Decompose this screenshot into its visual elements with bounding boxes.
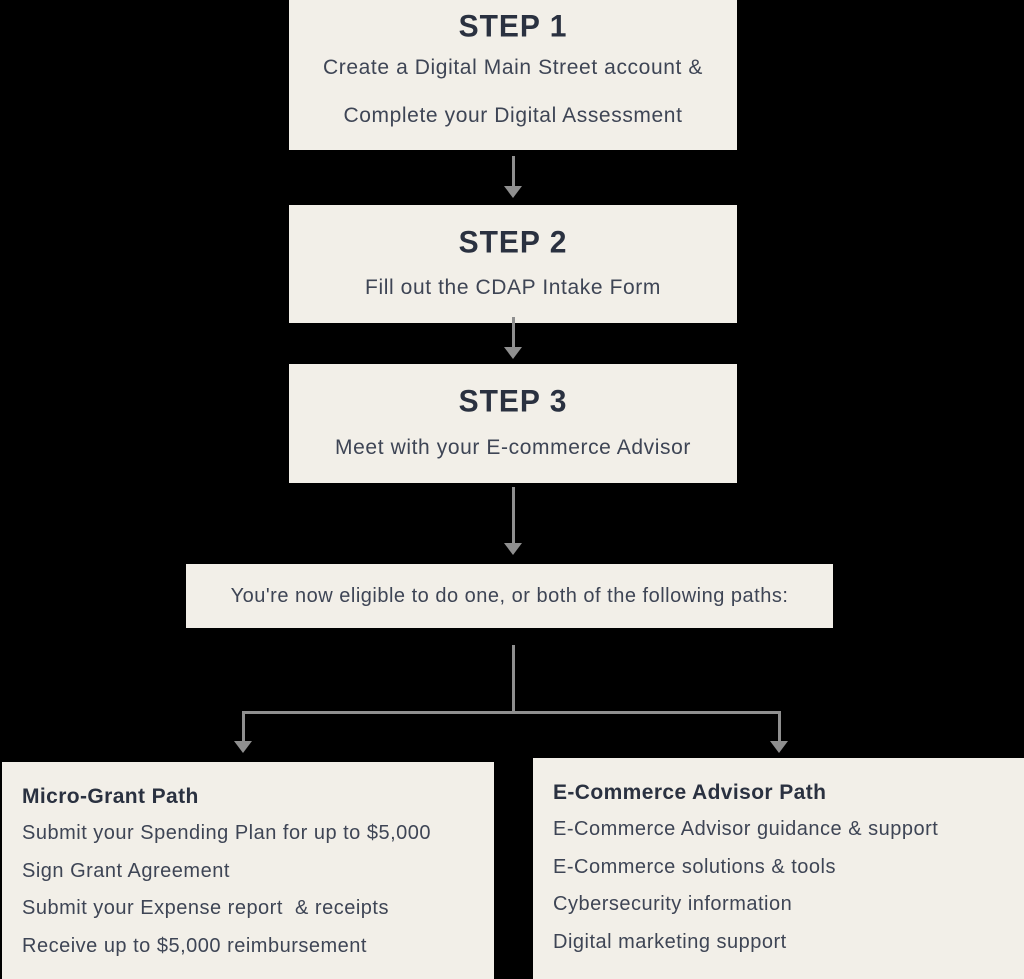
ecommerce-advisor-path-box: E-Commerce Advisor Path E-Commerce Advis… [533,758,1024,979]
ecommerce-advisor-item-1: E-Commerce Advisor guidance & support [553,818,939,840]
step-1-title: STEP 1 [458,9,568,44]
arrow-head [234,741,252,753]
step-3-title: STEP 3 [458,384,568,419]
arrow-head [770,741,788,753]
eligibility-box: You're now eligible to do one, or both o… [186,564,833,628]
down-arrow-icon [504,487,522,555]
ecommerce-advisor-item-2: E-Commerce solutions & tools [553,855,836,878]
arrow-shaft [511,487,515,543]
micro-grant-item-2: Sign Grant Agreement [22,859,230,882]
arrow-head [504,543,522,555]
branch-right-arrow-icon [770,711,788,753]
down-arrow-icon [504,156,522,198]
arrow-shaft [511,156,515,186]
arrow-shaft [511,317,515,347]
arrow-head [504,186,522,198]
step-1-box: STEP 1 Create a Digital Main Street acco… [289,0,737,150]
ecommerce-advisor-item-3: Cybersecurity information [553,893,793,915]
step-1-line-2: Complete your Digital Assessment [343,104,683,127]
step-3-line-1: Meet with your E-commerce Advisor [335,436,691,459]
ecommerce-advisor-path-title: E-Commerce Advisor Path [553,781,827,804]
step-2-box: STEP 2 Fill out the CDAP Intake Form [289,205,737,323]
micro-grant-path-box: Micro-Grant Path Submit your Spending Pl… [2,762,494,979]
eligibility-text: You're now eligible to do one, or both o… [230,584,789,607]
micro-grant-path-title: Micro-Grant Path [22,785,199,808]
arrow-head [504,347,522,359]
arrow-shaft [241,711,245,741]
branch-left-arrow-icon [234,711,252,753]
micro-grant-item-4: Receive up to $5,000 reimbursement [22,934,367,957]
branch-horizontal-line [242,711,781,714]
arrow-shaft [777,711,781,741]
micro-grant-item-3: Submit your Expense report & receipts [22,897,389,919]
step-1-line-1: Create a Digital Main Street account & [323,56,703,79]
branch-stub-line [512,645,515,713]
micro-grant-item-1: Submit your Spending Plan for up to $5,0… [22,822,432,844]
step-2-line-1: Fill out the CDAP Intake Form [365,276,661,300]
ecommerce-advisor-item-4: Digital marketing support [553,930,787,953]
step-3-box: STEP 3 Meet with your E-commerce Advisor [289,364,737,483]
down-arrow-icon [504,317,522,359]
step-2-title: STEP 2 [458,224,568,260]
